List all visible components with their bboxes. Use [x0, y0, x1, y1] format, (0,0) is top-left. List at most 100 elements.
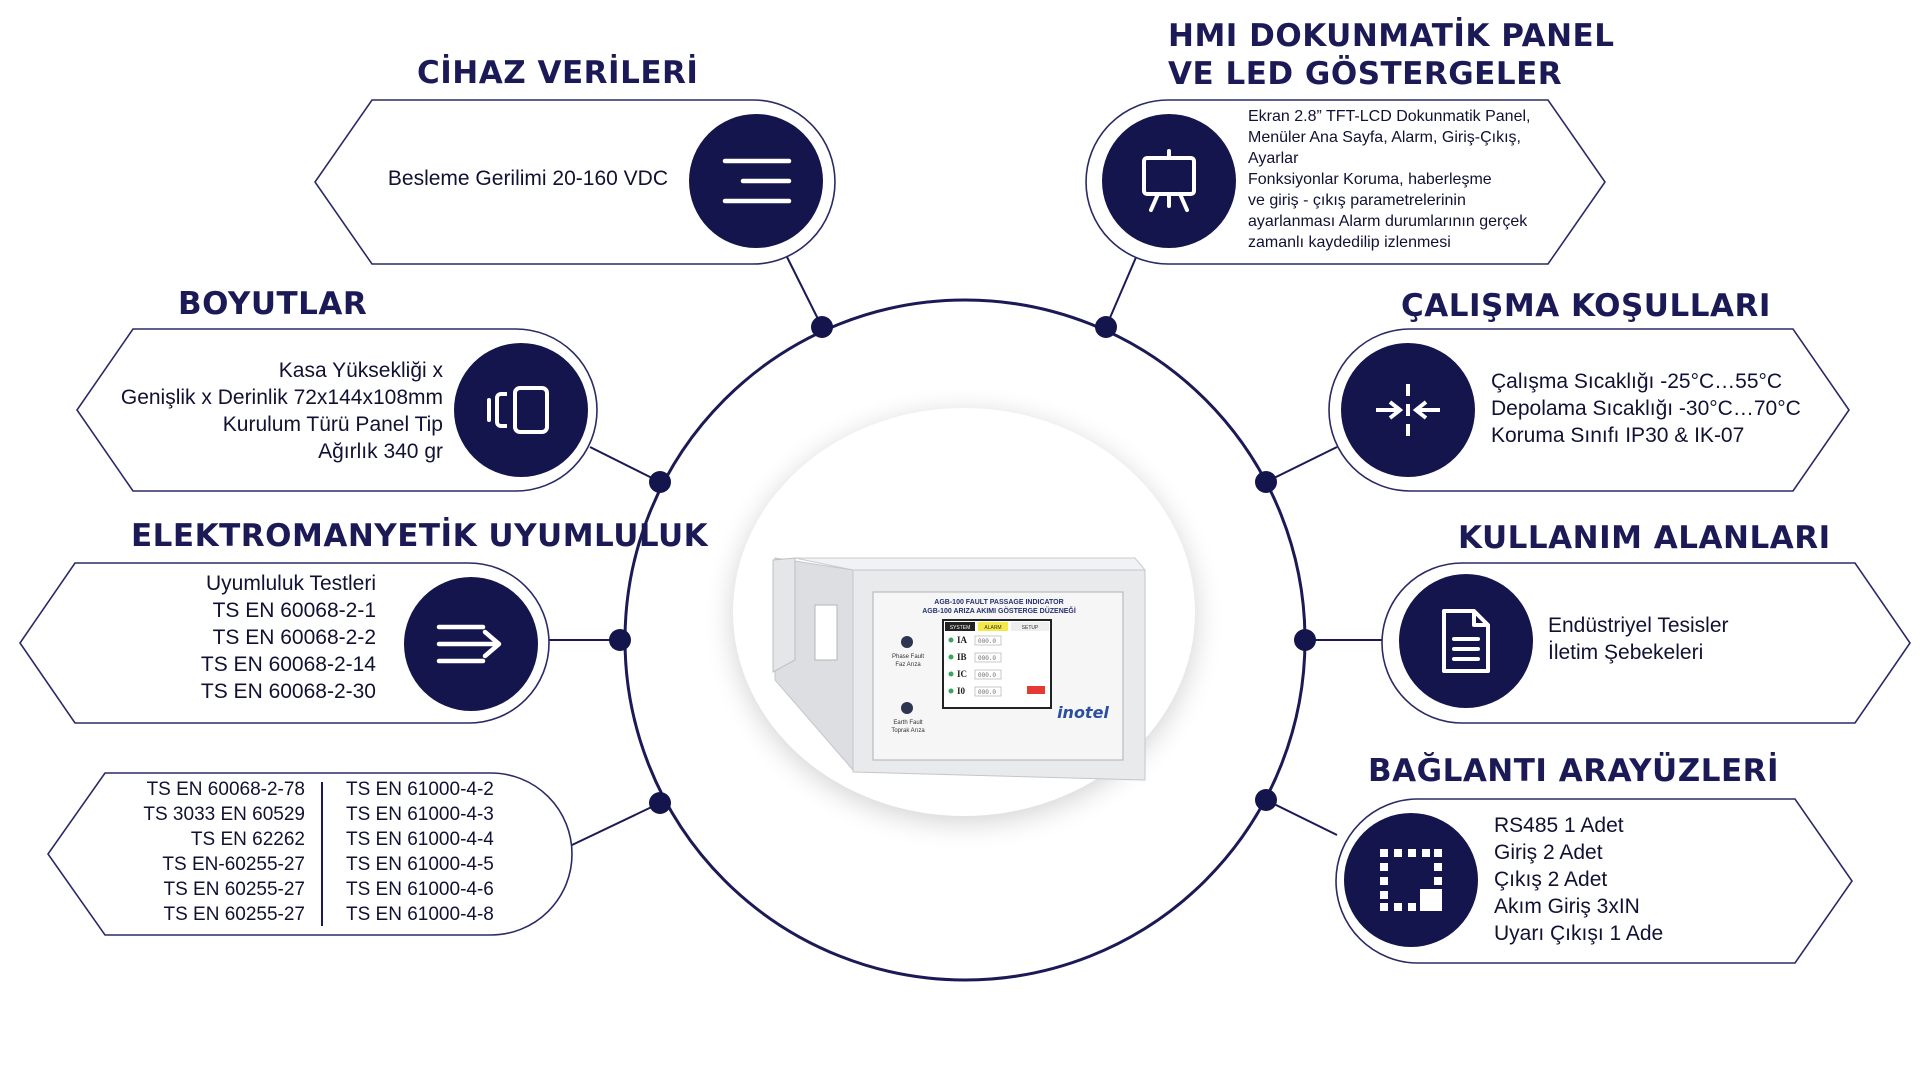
- standards-left-column: TS EN 60068-2-78 TS 3033 EN 60529 TS EN …: [143, 777, 305, 927]
- ring-node: [811, 316, 833, 338]
- text-line: TS EN 60068-2-2: [212, 626, 376, 649]
- text-line: Endüstriyel Tesisler: [1548, 614, 1729, 637]
- text-line: ayarlanması Alarm durumlarının gerçek: [1248, 213, 1528, 230]
- connection-text: RS485 1 Adet Giriş 2 Adet Çıkış 2 Adet A…: [1494, 812, 1663, 947]
- channel-status-dot: [948, 671, 954, 677]
- text-line: Genişlik x Derinlik 72x144x108mm: [120, 386, 443, 409]
- device-illustration: AGB-100 FAULT PASSAGE INDICATOR AGB-100 …: [772, 557, 1147, 781]
- channel-reading: 000.0: [978, 638, 996, 645]
- text-line: Ekran 2.8” TFT-LCD Dokunmatik Panel,: [1248, 108, 1531, 125]
- text-line: Çıkış 2 Adet: [1494, 868, 1608, 891]
- text-line: Ayarlar: [1248, 150, 1299, 167]
- channel-reading: 000.0: [978, 655, 996, 662]
- text-line: TS 3033 EN 60529: [143, 804, 305, 825]
- text-line: TS EN 60255-27: [163, 904, 305, 925]
- text-line: Kurulum Türü Panel Tip: [222, 413, 443, 436]
- screen-tab: SETUP: [1022, 625, 1039, 631]
- document-icon: [1399, 574, 1533, 708]
- led2-label: Earth Fault: [893, 720, 923, 726]
- callout-frame-standards: [47, 772, 573, 936]
- text-line: TS EN 61000-4-8: [346, 904, 494, 925]
- heading-hmi: HMI DOKUNMATİK PANEL VE LED GÖSTERGELER: [1168, 18, 1614, 94]
- usage-text: Endüstriyel Tesisler İletim Şebekeleri: [1548, 612, 1729, 666]
- ring-node: [649, 792, 671, 814]
- arrow-lines-icon: [404, 577, 538, 711]
- text-line: TS EN 61000-4-3: [346, 804, 494, 825]
- text-line: Uyumluluk Testleri: [206, 572, 376, 595]
- connector-line: [1105, 254, 1138, 328]
- ring-node: [649, 471, 671, 493]
- channel-status-dot: [948, 637, 954, 643]
- text-line: İletim Şebekeleri: [1548, 641, 1704, 664]
- text-line: Uyarı Çıkışı 1 Ade: [1494, 922, 1664, 945]
- device-data-text: Besleme Gerilimi 20-160 VDC: [388, 165, 668, 192]
- emc-text: Uyumluluk Testleri TS EN 60068-2-1 TS EN…: [201, 570, 376, 705]
- heading-usage: KULLANIM ALANLARI: [1458, 520, 1831, 556]
- operating-text: Çalışma Sıcaklığı -25°C…55°C Depolama Sı…: [1491, 368, 1801, 449]
- ring-node: [1255, 471, 1277, 493]
- presentation-board-icon: [1102, 114, 1236, 248]
- text-line: Fonksiyonlar Koruma, haberleşme: [1248, 171, 1492, 188]
- standards-right-column: TS EN 61000-4-2 TS EN 61000-4-3 TS EN 61…: [346, 777, 494, 927]
- heading-device-data: CİHAZ VERİLERİ: [417, 55, 699, 91]
- connector-line: [571, 802, 661, 846]
- alarm-indicator: [1027, 686, 1045, 694]
- dimensions-text: Kasa Yüksekliği x Genişlik x Derinlik 72…: [121, 357, 443, 465]
- ring-node: [1095, 316, 1117, 338]
- text-line: Giriş 2 Adet: [1494, 841, 1603, 864]
- hmi-text: Ekran 2.8” TFT-LCD Dokunmatik Panel, Men…: [1248, 106, 1530, 253]
- text-line: Kasa Yüksekliği x: [278, 359, 443, 382]
- text-line: Akım Giriş 3xIN: [1494, 895, 1640, 918]
- brand-logo: inotel: [1057, 703, 1109, 722]
- channel-label: I0: [957, 686, 966, 696]
- side-cutout: [814, 604, 838, 661]
- connector-line: [1265, 446, 1338, 483]
- interface-grid-icon: [1344, 813, 1478, 947]
- device-title-line2: AGB-100 ARIZA AKIMI GÖSTERGE DÜZENEĞİ: [922, 606, 1076, 615]
- text-line: Koruma Sınıfı IP30 & IK-07: [1491, 424, 1745, 447]
- device-title-line1: AGB-100 FAULT PASSAGE INDICATOR: [934, 599, 1063, 606]
- ring-node: [609, 629, 631, 651]
- text-line: Çalışma Sıcaklığı -25°C…55°C: [1491, 370, 1783, 393]
- channel-reading: 000.0: [978, 672, 996, 679]
- lines-icon: [689, 114, 823, 248]
- channel-label: IB: [957, 652, 967, 662]
- connector-line: [785, 254, 823, 328]
- text-line: RS485 1 Adet: [1494, 814, 1624, 837]
- screen-tab: SYSTEM: [950, 625, 971, 631]
- text-line: Ağırlık 340 gr: [318, 440, 443, 463]
- connector-line: [589, 446, 661, 483]
- channel-label: IC: [957, 669, 967, 679]
- channel-label: IA: [957, 635, 968, 645]
- standards-divider: [321, 782, 323, 926]
- connector-line: [1265, 799, 1338, 836]
- text-line: Depolama Sıcaklığı -30°C…70°C: [1491, 397, 1801, 420]
- heading-hmi-line: VE LED GÖSTERGELER: [1168, 55, 1563, 92]
- led2-label: Toprak Arıza: [891, 728, 925, 734]
- screen-tab: ALARM: [984, 625, 1001, 631]
- text-line: TS EN 61000-4-6: [346, 879, 494, 900]
- heading-dimensions: BOYUTLAR: [178, 286, 368, 322]
- phase-fault-led: [901, 636, 913, 648]
- text-line: TS EN 60068-2-78: [146, 779, 305, 800]
- text-line: TS EN 62262: [190, 829, 305, 850]
- text-line: Besleme Gerilimi 20-160 VDC: [387, 167, 668, 190]
- text-line: TS EN-60255-27: [162, 854, 305, 875]
- text-line: TS EN 60068-2-1: [212, 599, 376, 622]
- heading-emc: ELEKTROMANYETİK UYUMLULUK: [131, 518, 709, 554]
- heading-hmi-line: HMI DOKUNMATİK PANEL: [1168, 18, 1615, 54]
- text-line: TS EN 61000-4-5: [346, 854, 494, 875]
- heading-connection: BAĞLANTI ARAYÜZLERİ: [1368, 753, 1780, 789]
- text-line: TS EN 60068-2-14: [200, 653, 376, 676]
- channel-status-dot: [948, 654, 954, 660]
- channel-status-dot: [948, 688, 954, 694]
- compress-arrows-icon: [1341, 343, 1475, 477]
- text-line: TS EN 61000-4-4: [346, 829, 494, 850]
- led1-label: Phase Fault: [892, 654, 924, 660]
- heading-operating: ÇALIŞMA KOŞULLARI: [1401, 288, 1771, 324]
- text-line: ve giriş - çıkış parametrelerinin: [1248, 192, 1466, 209]
- ring-node: [1294, 629, 1316, 651]
- text-line: TS EN 60068-2-30: [200, 680, 376, 703]
- text-line: Menüler Ana Sayfa, Alarm, Giriş-Çıkış,: [1248, 129, 1521, 146]
